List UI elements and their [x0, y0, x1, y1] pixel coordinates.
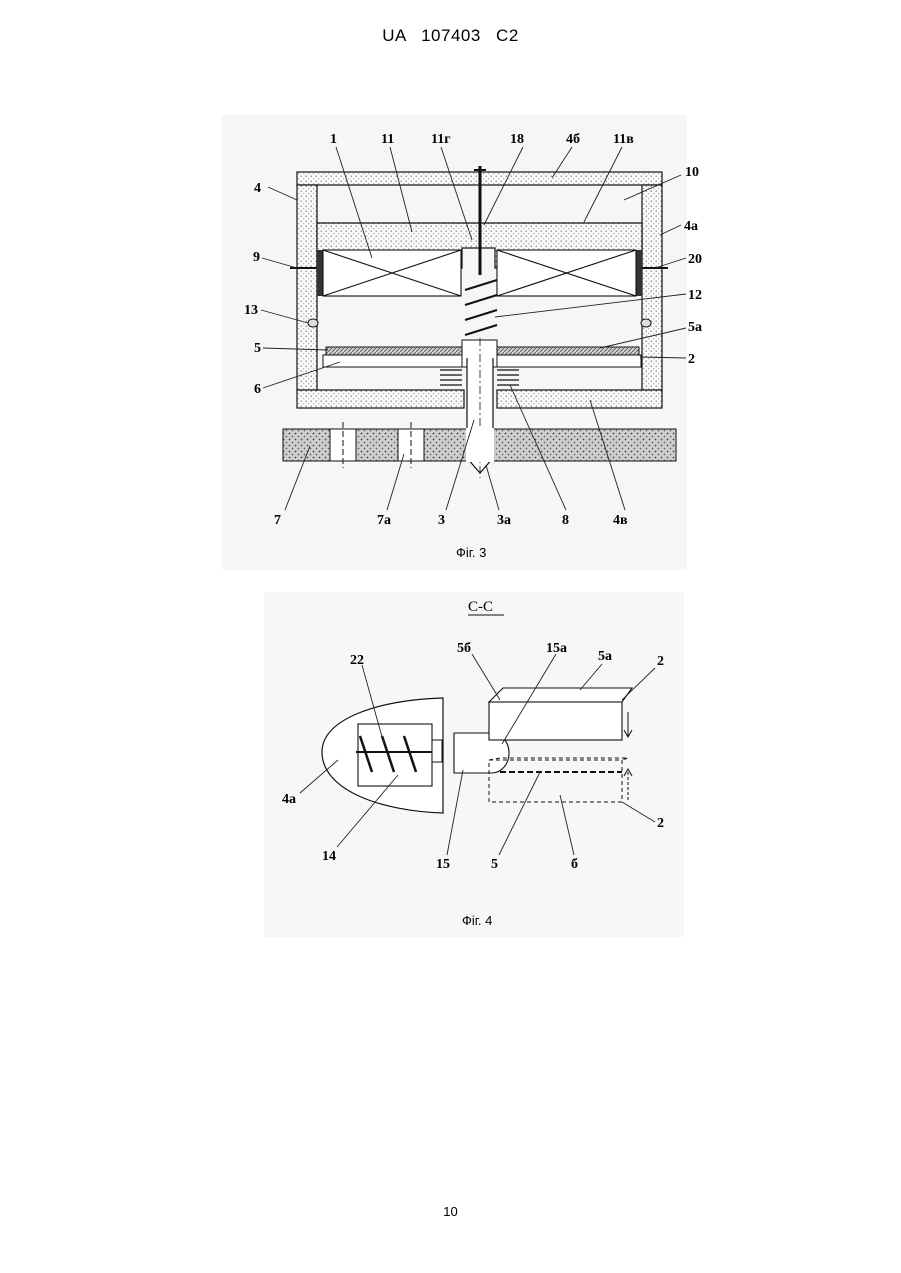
figure-3: 1 11 11г 18 4б 11в 10 4 4а 9 20 12 13 5а… [222, 115, 702, 570]
label-4b: 4б [566, 132, 580, 147]
label-11g: 11г [431, 132, 451, 147]
label-12: 12 [688, 288, 702, 303]
label-11v: 11в [613, 132, 634, 147]
label-11: 11 [381, 132, 394, 147]
armature-plate-left [326, 347, 466, 355]
label-6-fig4: б [571, 857, 578, 872]
figure-4: С-С [264, 592, 684, 937]
stop-right [641, 319, 651, 327]
label-5a-fig4: 5а [598, 649, 612, 664]
label-4a: 4а [684, 219, 698, 234]
label-4v: 4в [613, 513, 628, 528]
label-5a: 5а [688, 320, 702, 335]
side-plate-left [317, 250, 323, 296]
label-5b: 5б [457, 641, 471, 656]
label-1: 1 [330, 132, 337, 147]
rail-7 [283, 422, 676, 468]
label-7: 7 [274, 513, 281, 528]
latch-guide [432, 740, 442, 762]
label-4: 4 [254, 181, 261, 196]
label-2-bottom: 2 [657, 816, 664, 831]
figure-4-caption: Фіг. 4 [462, 913, 492, 928]
page-number: 10 [0, 1204, 901, 1219]
side-plate-right [636, 250, 642, 296]
label-6: 6 [254, 382, 261, 397]
stop-left [308, 319, 318, 327]
label-7a: 7а [377, 513, 391, 528]
label-13: 13 [244, 303, 258, 318]
spring-box-14 [358, 724, 432, 786]
section-label: С-С [468, 599, 493, 615]
label-4a-fig4: 4а [282, 792, 296, 807]
coil-left [323, 250, 461, 296]
label-5: 5 [254, 341, 261, 356]
label-5-fig4: 5 [491, 857, 498, 872]
label-10: 10 [685, 165, 699, 180]
plate-upper [489, 688, 632, 740]
label-2-top: 2 [657, 654, 664, 669]
label-22: 22 [350, 653, 364, 668]
label-15a: 15а [546, 641, 567, 656]
label-3: 3 [438, 513, 445, 528]
armature-plate-right [497, 347, 639, 355]
label-8: 8 [562, 513, 569, 528]
label-9: 9 [253, 250, 260, 265]
label-3a: 3а [497, 513, 511, 528]
label-20: 20 [688, 252, 702, 267]
figure-3-caption: Фіг. 3 [456, 545, 486, 560]
label-2: 2 [688, 352, 695, 367]
coil-right [497, 250, 636, 296]
label-15: 15 [436, 857, 450, 872]
label-18: 18 [510, 132, 524, 147]
label-14: 14 [322, 849, 336, 864]
